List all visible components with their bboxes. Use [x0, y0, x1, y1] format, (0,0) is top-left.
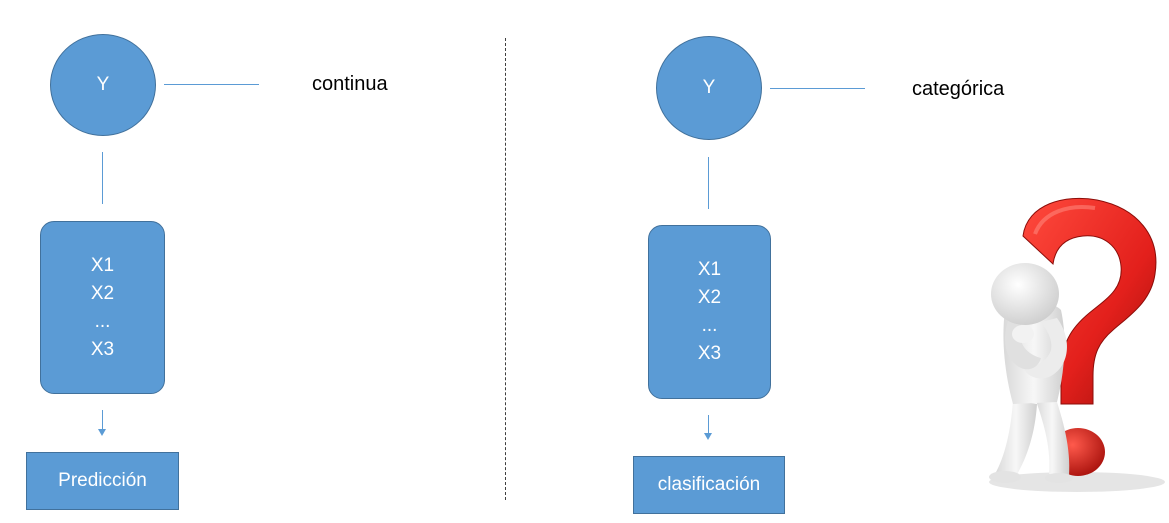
left-variable-1: X1 — [90, 254, 115, 276]
right-output-box: clasificación — [633, 456, 785, 514]
left-connector-vertical — [102, 152, 103, 204]
right-arrow-head — [704, 433, 712, 440]
left-target-node: Y — [50, 34, 156, 136]
left-arrow-head — [98, 429, 106, 436]
left-target-label: Y — [96, 74, 110, 95]
left-variables-box: X1 X2 ... X3 — [40, 221, 165, 394]
left-variable-3: X3 — [90, 338, 115, 360]
right-type-label: categórica — [912, 78, 1005, 100]
left-output-label: Predicción — [58, 470, 147, 491]
right-target-node: Y — [656, 36, 762, 140]
left-type-label: continua — [312, 73, 388, 95]
left-variable-2: X2 — [90, 282, 115, 304]
right-connector-horizontal — [770, 88, 865, 89]
right-arrow-shaft — [708, 415, 709, 434]
right-target-label: Y — [702, 77, 716, 98]
right-output-label: clasificación — [657, 474, 761, 495]
right-variables-box: X1 X2 ... X3 — [648, 225, 771, 399]
left-arrow-shaft — [102, 410, 103, 430]
thinking-person-question-mark-icon — [989, 197, 1165, 492]
section-divider — [505, 38, 506, 500]
right-connector-vertical — [708, 157, 709, 209]
right-variable-1: X1 — [697, 259, 722, 280]
left-variable-ellipsis: ... — [94, 310, 111, 332]
right-variable-3: X3 — [697, 343, 722, 364]
right-variable-ellipsis: ... — [701, 315, 718, 336]
right-variable-2: X2 — [697, 287, 722, 308]
left-connector-horizontal — [164, 84, 259, 85]
left-output-box: Predicción — [26, 452, 179, 510]
